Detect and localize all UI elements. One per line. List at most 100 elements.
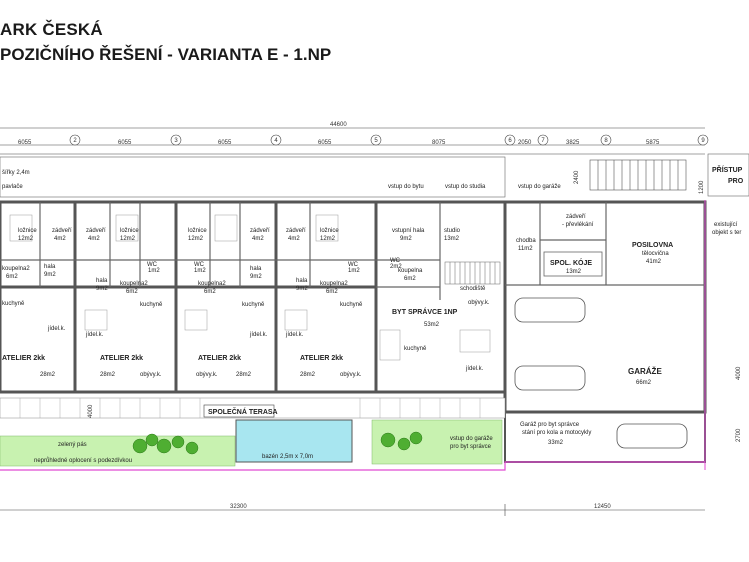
room-area: 1m2 — [194, 268, 206, 274]
room-label: SPOL. KÓJE — [550, 258, 592, 267]
unit-2-labels: zádveří 4m2 ložnice 12m2 WC 1m2 hala 9m2… — [85, 228, 163, 378]
side-dim: 4000 — [736, 366, 742, 380]
span-dim: 6055 — [18, 140, 32, 146]
terrace-label-box — [203, 404, 275, 418]
room-label: obývy.k. — [340, 372, 362, 378]
plan-title-line2: POZIČNÍHO ŘEŠENÍ - VARIANTA E - 1.NP — [0, 45, 332, 64]
axis-label: 4 — [274, 138, 278, 144]
plan-title-line1: ARK ČESKÁ — [0, 20, 103, 39]
green-strip-label: zelený pás — [58, 442, 87, 448]
terrace-depth: 4000 — [88, 404, 94, 418]
terrace-label: SPOLEČNÁ TERASA — [208, 407, 278, 416]
span-dim: 6055 — [218, 140, 232, 146]
room-label: kuchyně — [242, 302, 265, 308]
room-label: tělocvična — [642, 251, 669, 257]
span-dim: 2050 — [518, 140, 532, 146]
room-label: kuchyně — [340, 302, 363, 308]
note-label: existující — [714, 222, 738, 228]
room-label: POSILOVNA — [632, 242, 673, 249]
room-area: 6m2 — [326, 289, 338, 295]
span-dim: 3825 — [566, 140, 580, 146]
fence-label: neprůhledné oplocení s podezdívkou — [34, 457, 132, 464]
room-label: obývy.k. — [140, 372, 162, 378]
access-label: PRO — [728, 178, 744, 185]
entrance-flat: vstup do bytu — [388, 184, 424, 190]
axis-labels: 2 3 4 5 6 7 8 9 — [73, 138, 705, 144]
entrance-studio: vstup do studia — [445, 184, 486, 190]
room-label: zádveří — [566, 214, 586, 220]
room-label: Garáž pro byt správce — [520, 422, 580, 428]
room-label: hala — [296, 278, 308, 284]
interior-stairs — [444, 261, 501, 285]
room-label: GARÁŽE — [628, 367, 662, 376]
room-label: koupelna2 — [120, 281, 148, 287]
furniture — [9, 214, 491, 361]
unit-4-labels: zádveří 4m2 ložnice 12m2 WC 1m2 hala 9m2… — [285, 228, 363, 378]
room-label: zádveří — [52, 228, 72, 234]
room-label: kuchyně — [2, 301, 25, 307]
room-label: stání pro kola a motocykly — [522, 430, 591, 436]
unit-name: ATELIER 2kk — [300, 355, 343, 362]
room-area: 12m2 — [188, 236, 204, 242]
unit-area: 53m2 — [424, 322, 440, 328]
side-dim: 2700 — [736, 428, 742, 442]
room-area: 4m2 — [252, 236, 264, 242]
room-label: ložnice — [120, 228, 139, 234]
room-area: 13m2 — [566, 269, 582, 275]
unit-name: ATELIER 2kk — [100, 355, 143, 362]
unit-area: 28m2 — [40, 372, 56, 378]
room-area: 33m2 — [548, 440, 564, 446]
room-area: 9m2 — [44, 272, 56, 278]
axis-markers — [69, 134, 709, 146]
manager-flat-labels: vstupní hala 9m2 studio 13m2 WC 2m2 koup… — [390, 228, 490, 372]
room-area: 12m2 — [320, 236, 336, 242]
room-area: 9m2 — [250, 274, 262, 280]
swimming-pool — [235, 419, 353, 463]
unit-3-labels: ložnice 12m2 zádveří 4m2 WC 1m2 hala 9m2… — [188, 228, 270, 378]
room-area: 1m2 — [348, 268, 360, 274]
span-dim: 6055 — [318, 140, 332, 146]
plot-boundary — [0, 461, 705, 471]
room-label: hala — [250, 266, 262, 272]
unit-area: 28m2 — [236, 372, 252, 378]
room-area: 4m2 — [88, 236, 100, 242]
room-label: WC — [194, 262, 205, 268]
unit-1-labels: ložnice 12m2 zádveří 4m2 hala 9m2 koupel… — [2, 228, 72, 378]
room-label: koupelna2 — [320, 281, 348, 287]
room-label: jídel.k. — [85, 332, 104, 338]
room-area: 12m2 — [120, 236, 136, 242]
side-dim: 1200 — [699, 180, 705, 194]
span-dim: 8075 — [432, 140, 446, 146]
building-walls — [0, 200, 707, 414]
room-label: ložnice — [188, 228, 207, 234]
room-label: jídel.k. — [285, 332, 304, 338]
room-area: 66m2 — [636, 380, 652, 386]
room-area: 9m2 — [400, 236, 412, 242]
unit-name: BYT SPRÁVCE 1NP — [392, 307, 458, 316]
storage-room — [543, 251, 603, 277]
room-label: kuchyně — [140, 302, 163, 308]
unit-area: 28m2 — [100, 372, 116, 378]
dimension-bottom-left: 32300 — [230, 504, 247, 510]
room-area: 9m2 — [96, 286, 108, 292]
unit-area: 28m2 — [300, 372, 316, 378]
room-label: schodiště — [460, 286, 486, 292]
pool-label: bazén 2,5m x 7,0m — [262, 454, 313, 460]
room-label: zádveří — [86, 228, 106, 234]
room-label: chodba — [516, 238, 536, 244]
room-area: 6m2 — [204, 289, 216, 295]
room-label: hala — [44, 264, 56, 270]
room-label: jídel.k. — [47, 326, 66, 332]
room-area: 9m2 — [296, 286, 308, 292]
room-area: 6m2 — [126, 289, 138, 295]
room-label: jídel.k. — [249, 332, 268, 338]
tree-icon — [132, 431, 423, 455]
room-area: 13m2 — [444, 236, 460, 242]
room-label: obývy.k. — [196, 372, 218, 378]
room-label: - převlékání — [562, 222, 594, 228]
car-icon — [514, 297, 688, 449]
room-label: zádveří — [286, 228, 306, 234]
garage-entry-label: pro byt správce — [450, 444, 492, 450]
room-label: koupelna2 — [198, 281, 226, 287]
